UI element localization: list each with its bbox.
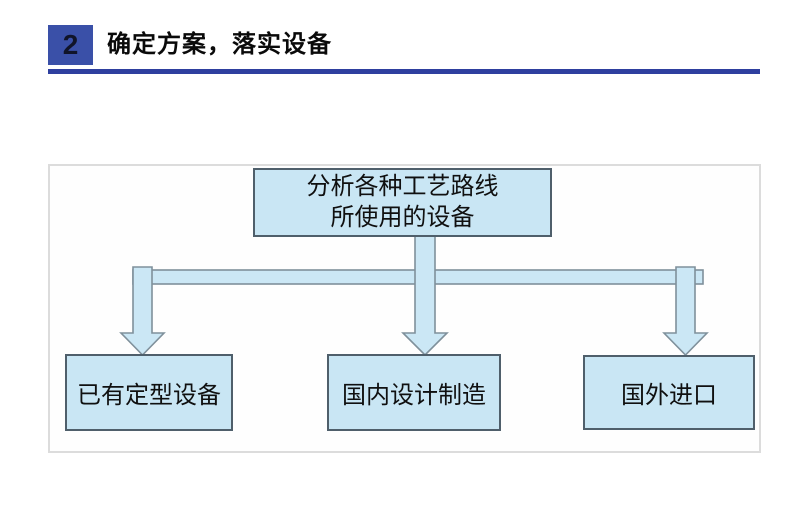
root-box: 分析各种工艺路线 所使用的设备: [253, 168, 552, 237]
down-arrow-right: [662, 266, 709, 357]
root-box-line1: 分析各种工艺路线: [306, 174, 499, 200]
title-underline: [48, 69, 760, 74]
child-box-existing-equipment: 已有定型设备: [65, 354, 233, 431]
diagram-panel: 分析各种工艺路线 所使用的设备 已有定型设备 国内设计制造 国外进口: [48, 164, 761, 453]
child-box-domestic-design: 国内设计制造: [327, 354, 501, 431]
section-number-badge: 2: [48, 25, 93, 65]
root-box-line2: 所使用的设备: [330, 205, 475, 231]
child-box-foreign-import: 国外进口: [583, 355, 755, 430]
down-arrow-left: [119, 266, 166, 357]
down-arrow-center: [401, 234, 449, 357]
connector-arrows: [119, 234, 709, 357]
slide-title: 确定方案，落实设备: [107, 31, 332, 58]
